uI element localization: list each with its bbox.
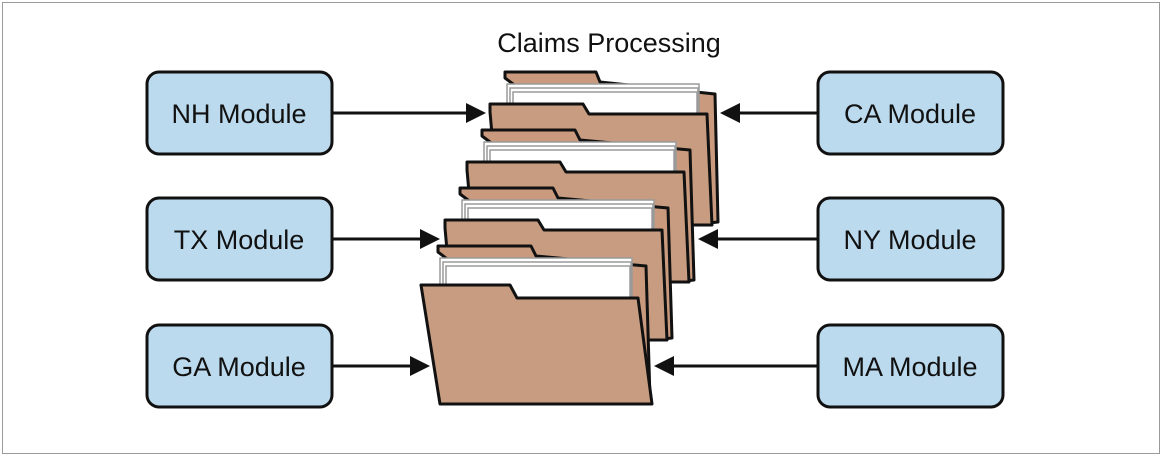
- arrow-ga-to-folders: [332, 356, 430, 376]
- module-label: MA Module: [842, 352, 977, 382]
- module-ma: MA Module: [816, 323, 1005, 409]
- arrow-ca-to-folders: [720, 103, 818, 123]
- module-nh: NH Module: [145, 70, 334, 156]
- folder-icon: [419, 244, 654, 406]
- module-label: TX Module: [174, 225, 305, 255]
- arrow-tx-to-folders: [332, 229, 440, 249]
- module-ny: NY Module: [816, 196, 1005, 282]
- arrow-nh-to-folders: [332, 103, 486, 123]
- module-ca: CA Module: [816, 70, 1005, 156]
- module-label: NY Module: [843, 225, 976, 255]
- module-ga: GA Module: [145, 323, 334, 409]
- module-label: GA Module: [172, 352, 306, 382]
- diagram-title: Claims Processing: [497, 28, 721, 58]
- arrow-ma-to-folders: [654, 356, 818, 376]
- module-label: CA Module: [844, 99, 976, 129]
- module-tx: TX Module: [145, 196, 334, 282]
- arrow-ny-to-folders: [698, 229, 818, 249]
- folder-stack: [419, 70, 720, 406]
- module-label: NH Module: [171, 99, 306, 129]
